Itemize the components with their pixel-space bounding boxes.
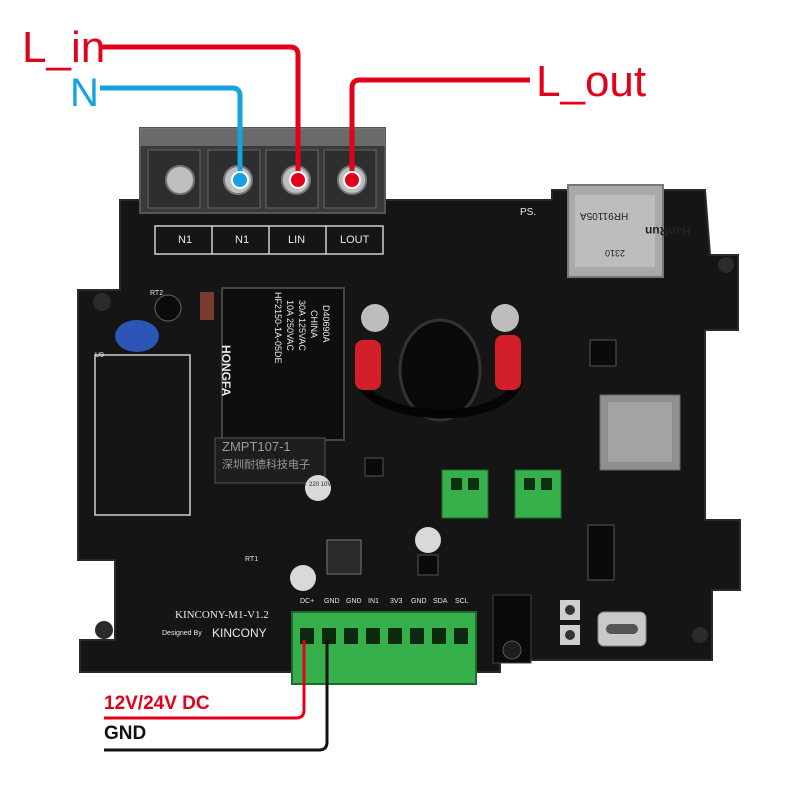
ethernet-brand: HanRun [645,224,691,238]
relay-rating-1: 10A 250VAC [285,300,295,351]
voltage-transformer [214,437,326,484]
terminal-label-2: N1 [235,234,250,246]
transformer-label: ZMPT107-1 [222,439,291,454]
esp32-module [599,394,681,471]
wire-l-out [349,77,530,180]
ethernet-jack [567,184,664,278]
io-label-5: 3V3 [390,598,403,605]
relay-rating-2: 30A 125VAC [297,300,307,351]
audio-jack [492,594,532,664]
relay [221,287,345,441]
transformer-sublabel: 深圳耐德科技电子 [222,459,310,471]
ic-chips [364,339,617,581]
wire-dc [104,640,306,720]
cap-label: 220 10V [309,482,332,488]
io-label-2: GND [324,598,340,605]
ethernet-model: HR91105A [580,210,629,221]
rt1-label: RT1 [245,556,259,563]
current-transformer [355,304,525,422]
io-label-3: GND [346,598,362,605]
rt2-label: RT2 [150,290,164,297]
label-dc-power: 12V/24V DC [104,693,210,714]
wires [100,44,530,752]
board-brand: KINCONY [212,626,267,640]
relay-brand: HONGFA [219,345,233,397]
wire-l-in [100,44,301,180]
buttons [560,600,580,645]
board-designed-by: Designed By [162,630,202,637]
terminal-label-1: N1 [178,234,193,246]
label-l-out: L_out [536,57,647,106]
u9-label: U9 [95,352,104,359]
ethernet-code: 2310 [605,248,626,258]
io-label-6: GND [411,598,427,605]
green-terminal-8pin [291,611,477,685]
io-label-1: DC+ [300,598,315,605]
label-l-in: L_in [22,23,106,72]
io-label-7: SDA [433,598,448,605]
terminal-label-4: LOUT [340,234,370,246]
label-gnd: GND [104,723,147,744]
io-label-4: IN1 [368,598,379,605]
misc-components [94,292,441,591]
usb-c-port [597,611,647,647]
relay-origin: CHINA [309,310,319,339]
label-n: N [70,71,99,115]
ps-label: PS. [520,207,537,218]
green-terminals-2pin [441,469,562,519]
io-label-8: SCL [455,598,469,605]
terminal-label-3: LIN [288,234,306,246]
relay-code: D40690A [321,305,331,343]
wire-n [100,85,243,180]
wire-endpoints [231,171,361,189]
board-name: KINCONY-M1-V1.2 [175,609,269,621]
wire-gnd [104,640,329,752]
relay-model: HF2150-1A-05DE [273,292,283,364]
